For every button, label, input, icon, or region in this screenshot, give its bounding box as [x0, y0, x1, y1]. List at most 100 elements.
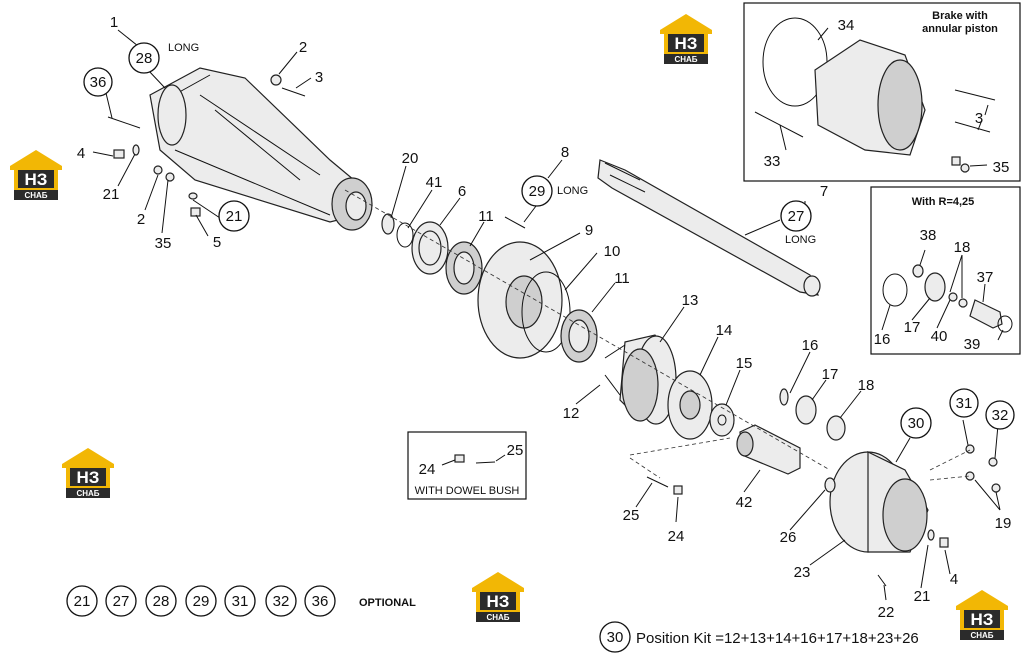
label-10: 10 — [604, 243, 621, 260]
inset-label-17: 17 — [904, 319, 921, 336]
label-11a: 11 — [478, 208, 494, 225]
ratio-title: With R=4,25 — [912, 196, 975, 208]
label-18: 18 — [858, 377, 875, 394]
inset-label-40: 40 — [931, 328, 948, 345]
svg-text:НЗ: НЗ — [971, 610, 994, 629]
label-19: 19 — [995, 515, 1012, 532]
label-26: 26 — [780, 529, 797, 546]
brand-logo: НЗ СНАБ — [10, 150, 62, 200]
svg-text:СНАБ: СНАБ — [24, 191, 47, 200]
bolt-8 — [504, 216, 526, 229]
svg-text:НЗ: НЗ — [77, 468, 100, 487]
cover — [824, 444, 1001, 587]
label-14: 14 — [716, 322, 733, 339]
brand-logo: НЗ СНАБ — [660, 14, 712, 64]
label-long-1: LONG — [168, 42, 199, 54]
circled-27: 27 — [788, 208, 805, 225]
label-2b: 2 — [137, 211, 145, 228]
kit-line: 30 Position Kit =12+13+14+16+17+18+23+26 — [599, 621, 919, 653]
optional-item: 28 — [153, 593, 170, 610]
label-21b: 21 — [914, 588, 931, 605]
circled-28: 28 — [136, 50, 153, 67]
brake-inset — [743, 2, 1021, 182]
brand-logo: НЗ СНАБ — [62, 448, 114, 498]
axis-lines — [344, 189, 971, 481]
label-20: 20 — [402, 150, 419, 167]
label-24b: 24 — [668, 528, 685, 545]
dowel-label-24: 24 — [419, 461, 436, 478]
circled-36: 36 — [90, 74, 107, 91]
optional-item: 31 — [232, 593, 249, 610]
label-4a: 4 — [77, 145, 85, 162]
housing-part — [149, 67, 373, 231]
dowel-note: WITH DOWEL BUSH — [415, 485, 520, 497]
label-35b: 35 — [993, 159, 1010, 176]
sun-shaft — [736, 424, 801, 475]
circled-30: 30 — [908, 415, 925, 432]
optional-label: OPTIONAL — [359, 597, 416, 609]
planet-carrier — [667, 370, 735, 440]
optional-circle — [66, 585, 98, 617]
bolt-25 — [646, 476, 669, 488]
label-23: 23 — [794, 564, 811, 581]
label-11b: 11 — [614, 270, 630, 287]
optional-item: 36 — [312, 593, 329, 610]
optional-circle — [105, 585, 137, 617]
svg-text:СНАБ: СНАБ — [486, 613, 509, 622]
label-4b: 4 — [950, 571, 958, 588]
svg-text:НЗ: НЗ — [25, 170, 48, 189]
svg-text:СНАБ: СНАБ — [970, 631, 993, 640]
label-6: 6 — [458, 183, 466, 200]
optional-circle — [265, 585, 297, 617]
dowel-label-25: 25 — [507, 442, 524, 459]
optional-circle — [224, 585, 256, 617]
inset-label-37: 37 — [977, 269, 994, 286]
svg-text:СНАБ: СНАБ — [674, 55, 697, 64]
circled-32: 32 — [992, 407, 1009, 424]
label-25b: 25 — [623, 507, 640, 524]
inset-labels: Brake with annular piston 34 33 3 35 Wit… — [415, 10, 1010, 497]
label-3a: 3 — [315, 69, 323, 86]
label-21a: 21 — [103, 186, 120, 203]
label-1: 1 — [110, 14, 118, 31]
inset-label-39: 39 — [964, 336, 981, 353]
optional-circle — [145, 585, 177, 617]
optional-item: 21 — [74, 593, 91, 610]
label-8: 8 — [561, 144, 569, 161]
label-33: 33 — [764, 153, 781, 170]
label-2a: 2 — [299, 39, 307, 56]
planet-gears — [779, 388, 846, 441]
svg-text:СНАБ: СНАБ — [76, 489, 99, 498]
optional-circle — [185, 585, 217, 617]
label-17: 17 — [822, 366, 839, 383]
optional-item: 29 — [193, 593, 210, 610]
kit-number: 30 — [607, 629, 624, 646]
inset-label-18: 18 — [954, 239, 971, 256]
label-41: 41 — [426, 174, 443, 191]
label-long-3: LONG — [785, 234, 816, 246]
part-numbers: 1 LONG 2 3 4 21 2 35 5 20 41 6 11 8 LONG… — [77, 14, 1012, 621]
brake-title-2: annular piston — [922, 23, 998, 35]
label-22: 22 — [878, 604, 895, 621]
dowel-inset-frame — [407, 431, 527, 500]
label-16: 16 — [802, 337, 819, 354]
brand-logo: НЗ СНАБ — [472, 572, 524, 622]
label-13: 13 — [682, 292, 699, 309]
dowel-inset — [407, 431, 527, 500]
inset-label-38: 38 — [920, 227, 937, 244]
label-12: 12 — [563, 405, 580, 422]
ratio-inset — [870, 186, 1021, 355]
svg-text:НЗ: НЗ — [675, 34, 698, 53]
svg-text:НЗ: НЗ — [487, 592, 510, 611]
logos: НЗ СНАБ НЗ СНАБ НЗ СНАБ НЗ СНАБ НЗ СНАБ — [10, 14, 1008, 640]
ring-gear — [604, 334, 677, 425]
leader-lines — [92, 29, 1001, 601]
circled-callouts: 28 36 21 29 27 30 31 32 — [83, 42, 1015, 439]
label-15: 15 — [736, 355, 753, 372]
bolts-left — [107, 74, 306, 217]
optional-item: 32 — [273, 593, 290, 610]
circled-29: 29 — [529, 183, 546, 200]
